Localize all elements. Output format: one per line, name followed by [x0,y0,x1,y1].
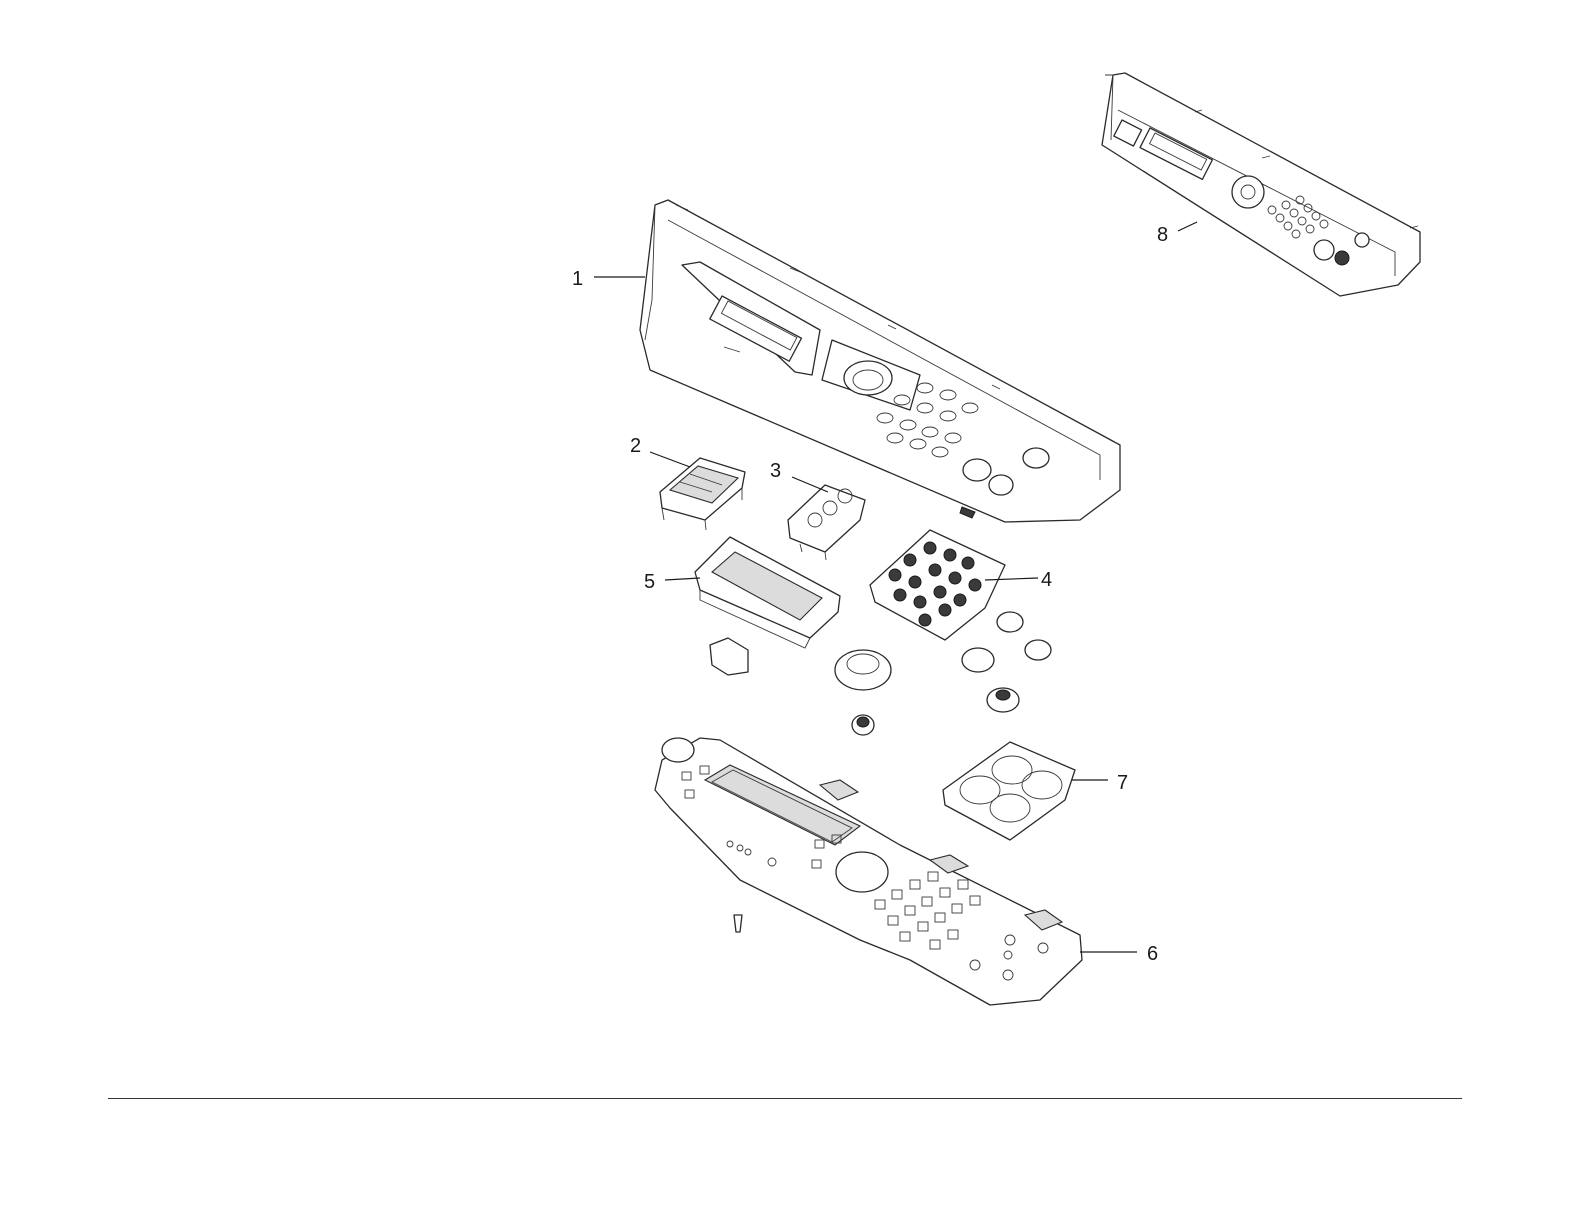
callout-label-2: 2 [630,435,641,457]
callout-label-3: 3 [770,460,781,482]
lcd-window-drawing [695,537,840,675]
control-panel-assembly-drawing [1102,73,1420,296]
numeric-keypad-drawing [870,530,1005,640]
function-button-block-drawing [788,485,865,560]
callout-label-7: 7 [1117,772,1128,794]
left-button-block-drawing [660,458,745,530]
callout-label-4: 4 [1041,569,1052,591]
callout-label-8: 8 [1157,224,1168,246]
callout-leader-3 [792,477,828,492]
callout-leader-5 [665,578,700,580]
footer-rule [108,1098,1462,1099]
callout-label-5: 5 [644,571,655,593]
callout-leader-2 [650,452,690,467]
callout-label-6: 6 [1147,943,1158,965]
round-key-holder-drawing [943,742,1075,840]
callout-leader-8 [1178,222,1197,231]
callout-label-1: 1 [572,268,583,290]
